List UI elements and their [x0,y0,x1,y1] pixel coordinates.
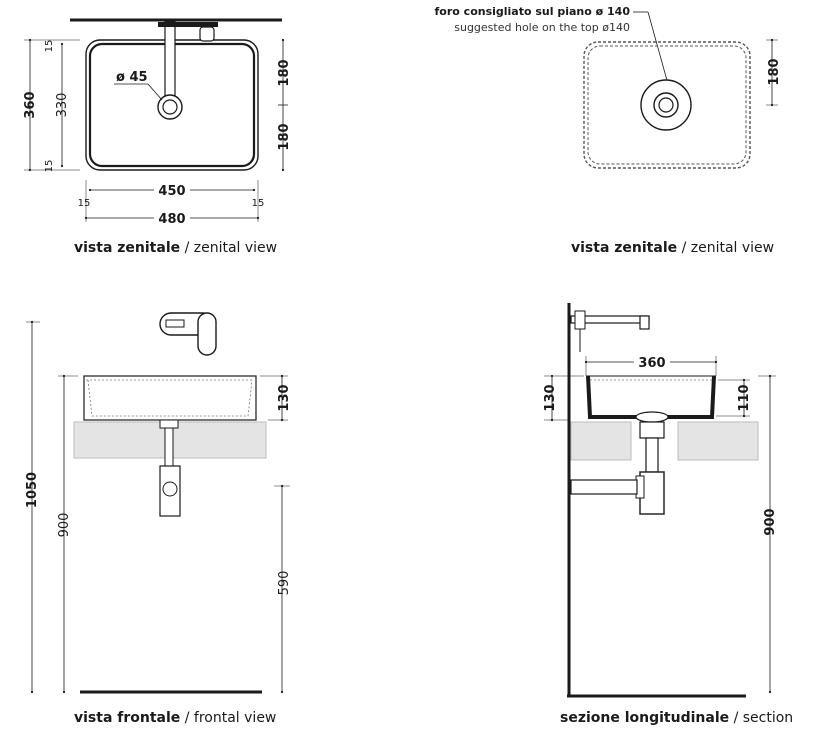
counter-hole [640,79,692,131]
dim-15-bottom: 15 [44,160,55,173]
caption-italian: vista zenitale [571,240,678,256]
caption-italian: vista zenitale [74,240,181,256]
caption-english: frontal view [193,710,277,726]
caption-italian: sezione longitudinale [560,710,730,726]
caption-separator: / [180,240,194,256]
basin-front [83,375,257,421]
dim-480: 480 [158,212,185,227]
caption-top-right: vista zenitale / zenital view [571,240,774,256]
bottom-right-section-view: 360 130 110 900 [543,303,778,698]
mixer-lever [197,312,217,356]
dim-180-upper: 180 [277,59,292,86]
drain-inner [658,97,674,113]
dim-900: 900 [57,513,72,538]
top-left-zenital-view: ø 45 360 330 15 15 180 180 450 15 15 480 [23,18,292,227]
drain-outer [157,94,183,120]
caption-italian: vista frontale [74,710,181,726]
dim-590: 590 [277,571,292,596]
dim-330: 330 [55,93,70,118]
dim-130: 130 [543,384,558,411]
dim-1050: 1050 [25,472,40,508]
hole-note-italian: foro consigliato sul piano ø 140 [435,5,631,18]
dim-180-lower: 180 [277,123,292,150]
dim-450: 450 [158,184,185,199]
dim-180: 180 [767,58,782,85]
caption-bottom-right: sezione longitudinale / section [560,710,793,726]
caption-separator: / [180,710,194,726]
basin-section [586,375,716,419]
caption-bottom-left: vista frontale / frontal view [74,710,276,726]
caption-english: section [742,710,794,726]
spout [164,21,176,101]
countertop-right [677,421,759,461]
dim-360: 360 [638,356,665,371]
drain-inner [162,99,178,115]
hole-diameter-label: ø 45 [116,70,148,85]
bottom-left-frontal-view: 1050 900 130 590 [25,312,292,694]
caption-english: zenital view [193,240,278,256]
dim-130: 130 [277,384,292,411]
hole-note-english: suggested hole on the top ø140 [454,21,630,34]
basin-footprint-inner [587,45,747,165]
drain-outer [653,92,679,118]
countertop-left [570,421,632,461]
faucet-handle [199,26,215,42]
faucet-plate [158,22,218,27]
dim-360: 360 [23,91,38,118]
dim-15-right: 15 [252,198,265,209]
waste-pipe [570,479,638,495]
caption-top-left: vista zenitale / zenital view [74,240,277,256]
dim-15-top: 15 [44,40,55,53]
siphon-trap [159,465,181,517]
top-right-zenital-view: foro consigliato sul piano ø 140 suggest… [435,5,782,169]
caption-english: zenital view [690,240,775,256]
caption-separator: / [729,710,743,726]
dim-110: 110 [737,384,752,411]
dim-900: 900 [763,508,778,535]
caption-separator: / [677,240,691,256]
dim-15-left: 15 [78,198,91,209]
